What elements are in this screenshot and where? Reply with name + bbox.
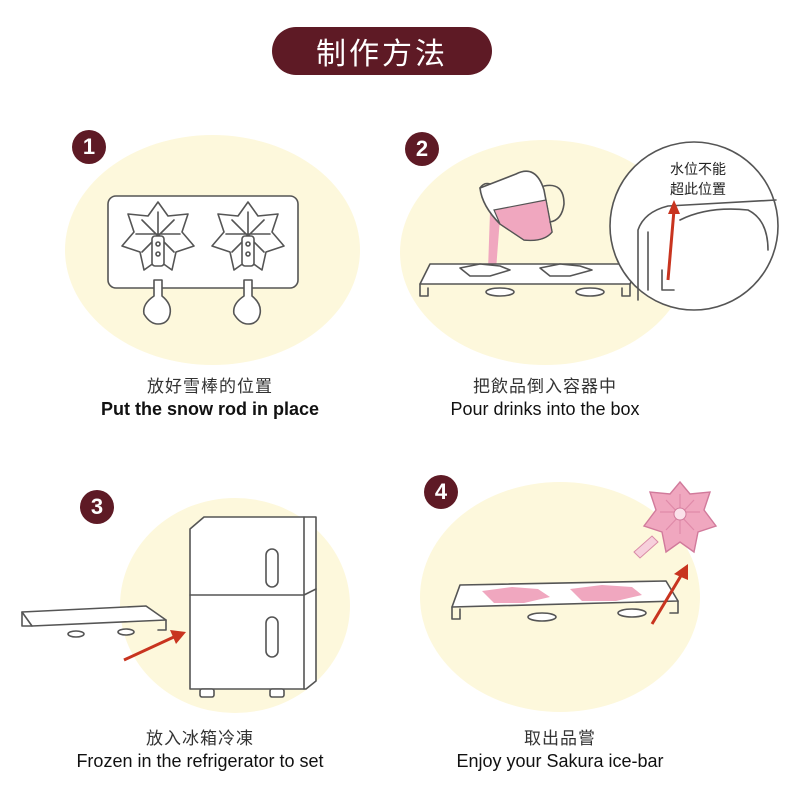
water-level-note-line2: 超此位置 xyxy=(670,182,726,198)
step-2-caption-zh: 把飲品倒入容器中 xyxy=(473,377,617,397)
step-1-number: 1 xyxy=(72,130,106,164)
popsicle-mold-icon xyxy=(107,195,299,325)
step-2-mold-icon xyxy=(419,263,641,297)
step-3-caption-zh: 放入冰箱冷凍 xyxy=(146,729,254,749)
step-4-arrow-icon xyxy=(650,564,688,625)
step-4-tray-icon xyxy=(451,580,679,622)
step-3-number: 3 xyxy=(80,490,114,524)
water-level-note-line1: 水位不能 xyxy=(670,162,726,178)
pitcher-icon xyxy=(479,170,565,270)
refrigerator-icon xyxy=(189,516,317,698)
step-1-caption: 放好雪棒的位置 Put the snow rod in place xyxy=(40,372,380,420)
step-4-number: 4 xyxy=(424,475,458,509)
step-1-caption-en: Put the snow rod in place xyxy=(100,399,320,419)
step-4-caption-zh: 取出品嘗 xyxy=(524,729,596,749)
step-2-caption: 把飲品倒入容器中 Pour drinks into the box xyxy=(400,372,690,420)
step-3-caption-en: Frozen in the refrigerator to set xyxy=(76,751,324,771)
page-title: 制作方法 xyxy=(272,27,492,75)
water-level-callout xyxy=(609,141,779,311)
sakura-icebar-icon xyxy=(633,480,718,559)
step-3-caption: 放入冰箱冷凍 Frozen in the refrigerator to set xyxy=(20,724,380,772)
step-4-caption-en: Enjoy your Sakura ice-bar xyxy=(456,751,664,771)
step-2-caption-en: Pour drinks into the box xyxy=(450,399,640,419)
step-4-caption: 取出品嘗 Enjoy your Sakura ice-bar xyxy=(410,724,710,772)
arrow-icon xyxy=(123,630,186,662)
step-2-number: 2 xyxy=(405,132,439,166)
step-1-caption-zh: 放好雪棒的位置 xyxy=(147,377,273,397)
step-3-mold-icon xyxy=(21,605,167,638)
water-level-note: 水位不能 超此位置 xyxy=(648,160,748,200)
